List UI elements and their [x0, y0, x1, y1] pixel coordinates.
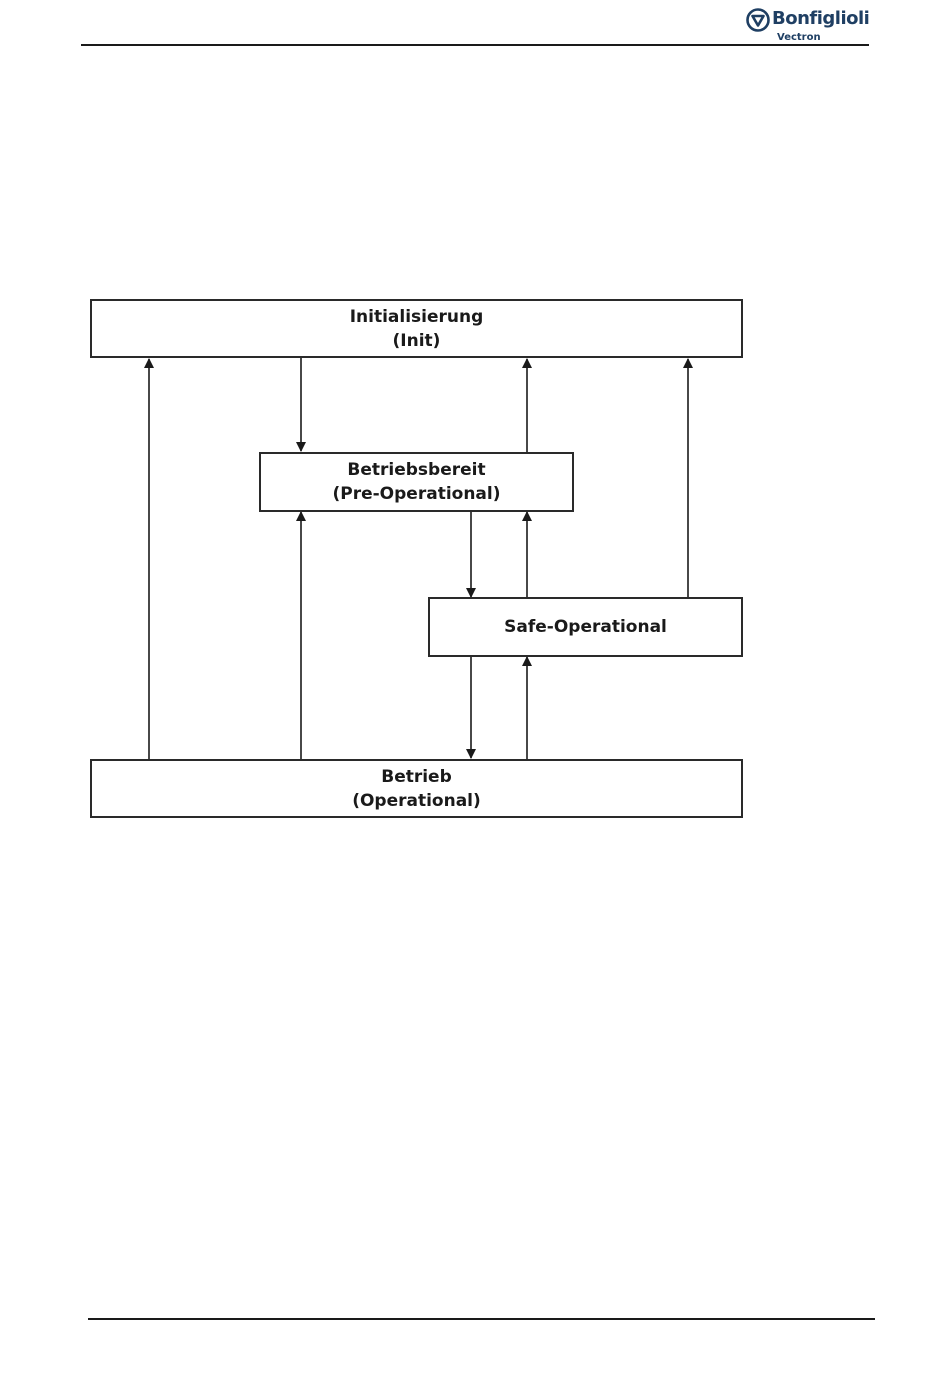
state-init-abbrev: (Init): [393, 329, 441, 353]
state-safe-operational: Safe-Operational: [428, 597, 743, 657]
state-pre-operational: Betriebsbereit (Pre-Operational): [259, 452, 574, 512]
state-operational: Betrieb (Operational): [90, 759, 743, 818]
state-op-label: Betrieb: [381, 765, 452, 789]
state-preop-label: Betriebsbereit: [347, 458, 485, 482]
state-op-abbrev: (Operational): [352, 789, 481, 813]
state-init: Initialisierung (Init): [90, 299, 743, 358]
state-safeop-label: Safe-Operational: [504, 615, 667, 639]
state-init-label: Initialisierung: [350, 305, 484, 329]
state-preop-abbrev: (Pre-Operational): [332, 482, 500, 506]
footer-rule: [88, 1318, 875, 1320]
